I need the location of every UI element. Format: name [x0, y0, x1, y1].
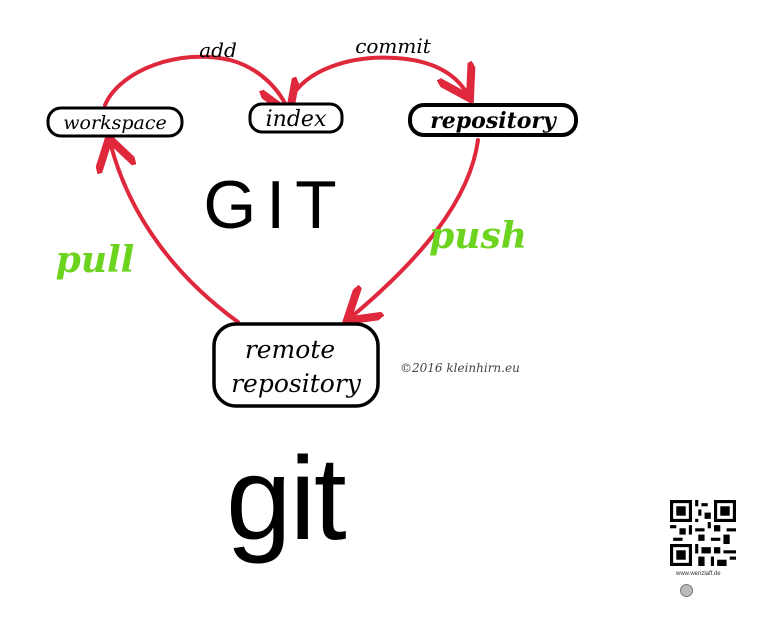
- workspace-label: workspace: [63, 112, 166, 134]
- index-label: index: [266, 107, 327, 132]
- remote-label-line1: remote: [245, 335, 335, 364]
- copyright-label: ©2016 kleinhirn.eu: [400, 361, 520, 375]
- remote-repository-node: [212, 322, 380, 408]
- git-center-label: GIT: [203, 167, 346, 243]
- badge-icon: [680, 584, 693, 597]
- commit-label: commit: [355, 34, 432, 58]
- pull-arrow: [110, 142, 240, 324]
- remote-label-line2: repository: [231, 369, 362, 398]
- commit-arrow: [288, 55, 468, 100]
- index-node: [248, 102, 344, 134]
- qr-code-icon: [670, 500, 736, 566]
- repository-node: [408, 103, 578, 137]
- push-label: push: [429, 215, 527, 257]
- pull-label: pull: [56, 239, 135, 281]
- qr-code: [670, 500, 740, 570]
- add-label: add: [199, 38, 237, 62]
- page-title: git: [226, 433, 347, 565]
- add-arrow: [103, 54, 288, 110]
- qr-url-label: www.wenzlaff.de: [676, 571, 721, 577]
- repository-label: repository: [430, 108, 558, 134]
- push-arrow: [350, 138, 480, 318]
- workspace-node: [46, 106, 184, 138]
